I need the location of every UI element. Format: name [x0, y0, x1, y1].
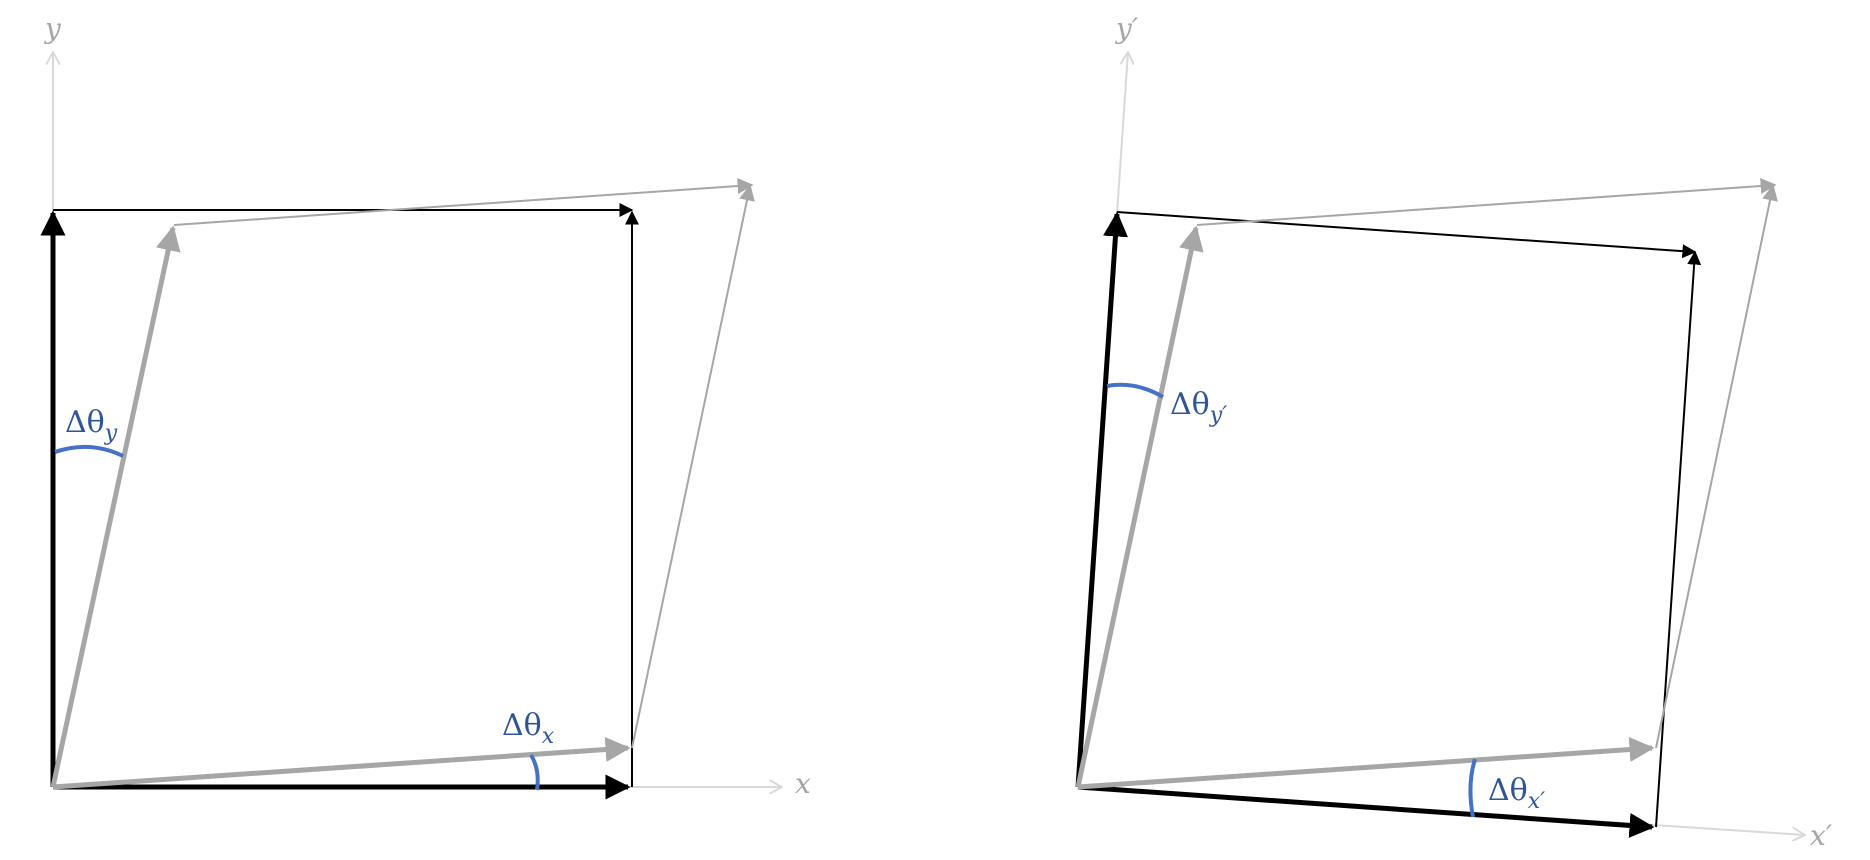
right-sheared-x-vector: [1077, 737, 1655, 790]
left-panel: y x Δθy Δθx: [40, 12, 811, 800]
left-angle-y-label: Δθy: [65, 405, 118, 446]
right-angle-x-arc: [1468, 758, 1477, 818]
right-angle-y-label: Δθy′: [1170, 387, 1227, 428]
left-angle-x-label: Δθx: [502, 708, 555, 749]
left-sheared-x-vector: [52, 737, 631, 790]
right-y-basis-vector: [1075, 211, 1128, 788]
right-sheared-top-edge: [1196, 178, 1777, 226]
right-angle-x-label: Δθx′: [1488, 773, 1545, 814]
right-square-top-edge: [1116, 211, 1697, 259]
left-y-axis-label: y: [43, 12, 62, 45]
right-panel: y′ x′ Δθy′ Δθx′: [1075, 12, 1833, 852]
left-sheared-y-vector: [50, 225, 181, 788]
right-x-axis-label: x′: [1810, 819, 1833, 852]
right-square-right-edge: [1655, 250, 1702, 828]
right-sheared-y-vector: [1075, 225, 1204, 788]
left-angle-x-arc: [529, 753, 540, 791]
right-x-basis-vector: [1077, 784, 1655, 838]
right-y-axis-label: y′: [1114, 12, 1139, 45]
left-sheared-right-edge: [631, 184, 755, 749]
left-sheared-top-edge: [173, 178, 754, 226]
right-angle-y-arc: [1106, 382, 1165, 399]
left-x-axis-label: x: [795, 767, 811, 800]
right-sheared-right-edge: [1655, 184, 1778, 749]
left-angle-y-arc: [54, 444, 124, 458]
